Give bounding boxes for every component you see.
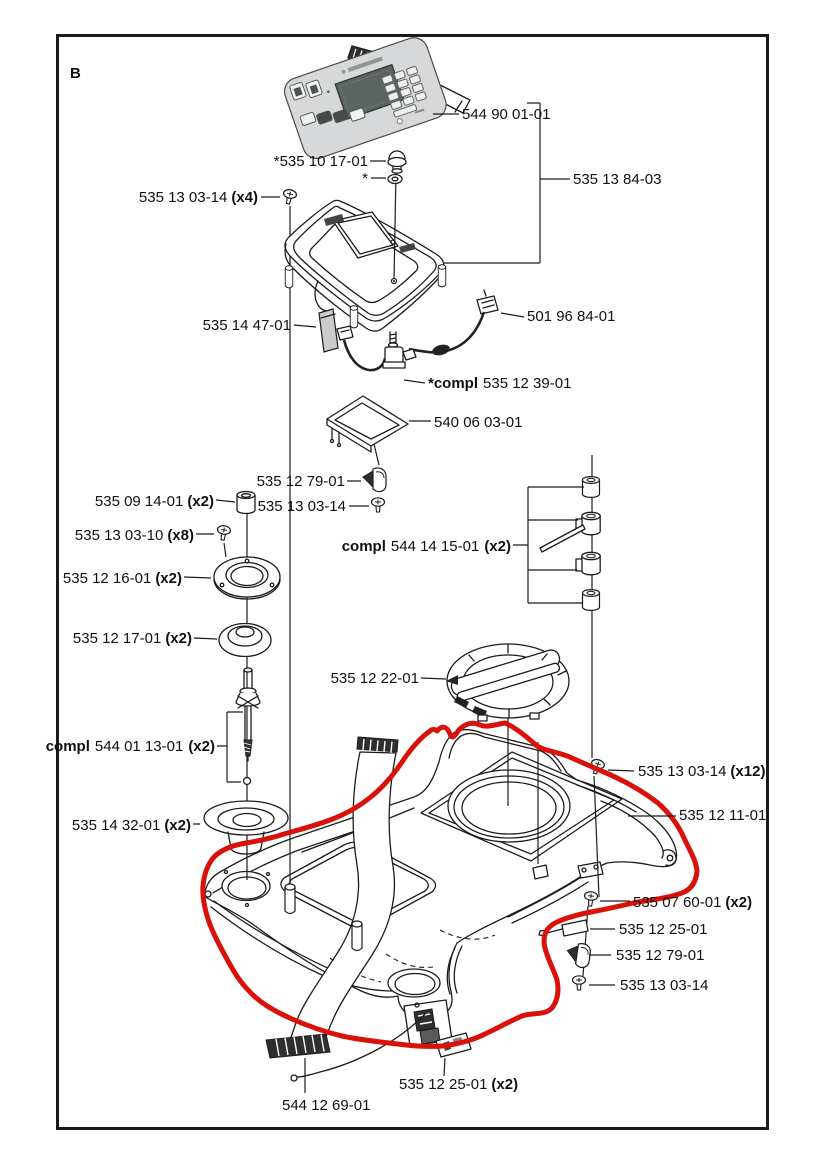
part-label-cover-assembly: 535 13 84-03 — [573, 171, 661, 188]
part-label-clip-upper: 535 12 79-01 — [257, 473, 345, 490]
cover-foot — [437, 264, 447, 288]
cover-foot — [349, 305, 359, 329]
screw-drawing — [280, 187, 298, 206]
part-label-screw-upper: 535 13 03-14 — [258, 498, 346, 515]
hinge-parts-drawing — [539, 476, 601, 612]
part-label-seal: 535 12 17-01(x2) — [73, 630, 192, 647]
part-label-wire-harness: 501 96 84-01 — [527, 308, 615, 325]
screw-drawing — [583, 890, 599, 908]
cover-boss-hole — [393, 280, 395, 282]
part-label-washer: * — [362, 170, 368, 187]
part-label-screw-lower: 535 13 03-14 — [620, 977, 708, 994]
part-label-cover-screws: 535 13 03-14(x4) — [139, 189, 258, 206]
part-label-id-plate: 535 12 25-01(x2) — [399, 1076, 518, 1093]
strap-drawing — [314, 280, 339, 353]
wire-harness-drawing — [402, 289, 499, 361]
frame-plate-drawing — [326, 395, 409, 453]
screw-drawing — [370, 497, 386, 513]
part-label-strip: 535 12 25-01 — [619, 921, 707, 938]
part-label-button: *535 10 17-01 — [274, 153, 368, 170]
clip-drawing — [362, 467, 387, 493]
figure-frame — [56, 34, 769, 1130]
antenna-spindle-drawing — [235, 667, 261, 786]
part-label-grommet: 535 14 32-01(x2) — [72, 817, 191, 834]
button-axis-line — [393, 171, 397, 281]
body-peg — [351, 920, 363, 952]
part-label-spacer: 535 09 14-01(x2) — [95, 493, 214, 510]
body-peg — [284, 883, 296, 915]
part-label-body-screws: 535 13 03-14(x12) — [638, 763, 765, 780]
keypad-panel-drawing — [283, 37, 471, 160]
clip-drawing — [564, 941, 593, 969]
part-label-chassis: 535 12 11-01 — [679, 807, 766, 824]
part-label-frame-plate: 540 06 03-01 — [434, 414, 522, 431]
part-label-dial-cover: 535 12 22-01 — [331, 670, 419, 687]
part-label-clip-lower: 535 12 79-01 — [616, 947, 704, 964]
dial-cover-drawing — [446, 643, 570, 722]
seal-drawing — [218, 622, 272, 658]
part-label-ribbon-cable: 544 12 69-01 — [282, 1097, 370, 1114]
screw-drawing — [571, 975, 587, 991]
spacer-drawing — [236, 490, 256, 515]
red-highlight-loop — [200, 720, 700, 1049]
top-cover-drawing — [284, 199, 445, 332]
part-label-flange: 535 12 16-01(x2) — [63, 570, 182, 587]
part-label-screws-x8: 535 13 03-10(x8) — [75, 527, 194, 544]
cover-foot — [284, 265, 294, 289]
chassis-body-drawing — [203, 728, 678, 1020]
figure-letter: B — [70, 65, 81, 82]
part-label-strap: 535 14 47-01 — [203, 317, 291, 334]
washer-drawing — [387, 173, 403, 185]
sensor-drawing — [336, 325, 406, 372]
part-label-screw-x2: 535 07 60-01(x2) — [633, 894, 752, 911]
ribbon-cable-drawing — [265, 736, 399, 1059]
leader-lines — [183, 102, 676, 1093]
part-label-keypad: 544 90 01-01 — [462, 106, 550, 123]
screw-drawing — [215, 524, 232, 542]
flange-drawing — [213, 556, 281, 600]
stop-button-drawing — [387, 150, 407, 174]
